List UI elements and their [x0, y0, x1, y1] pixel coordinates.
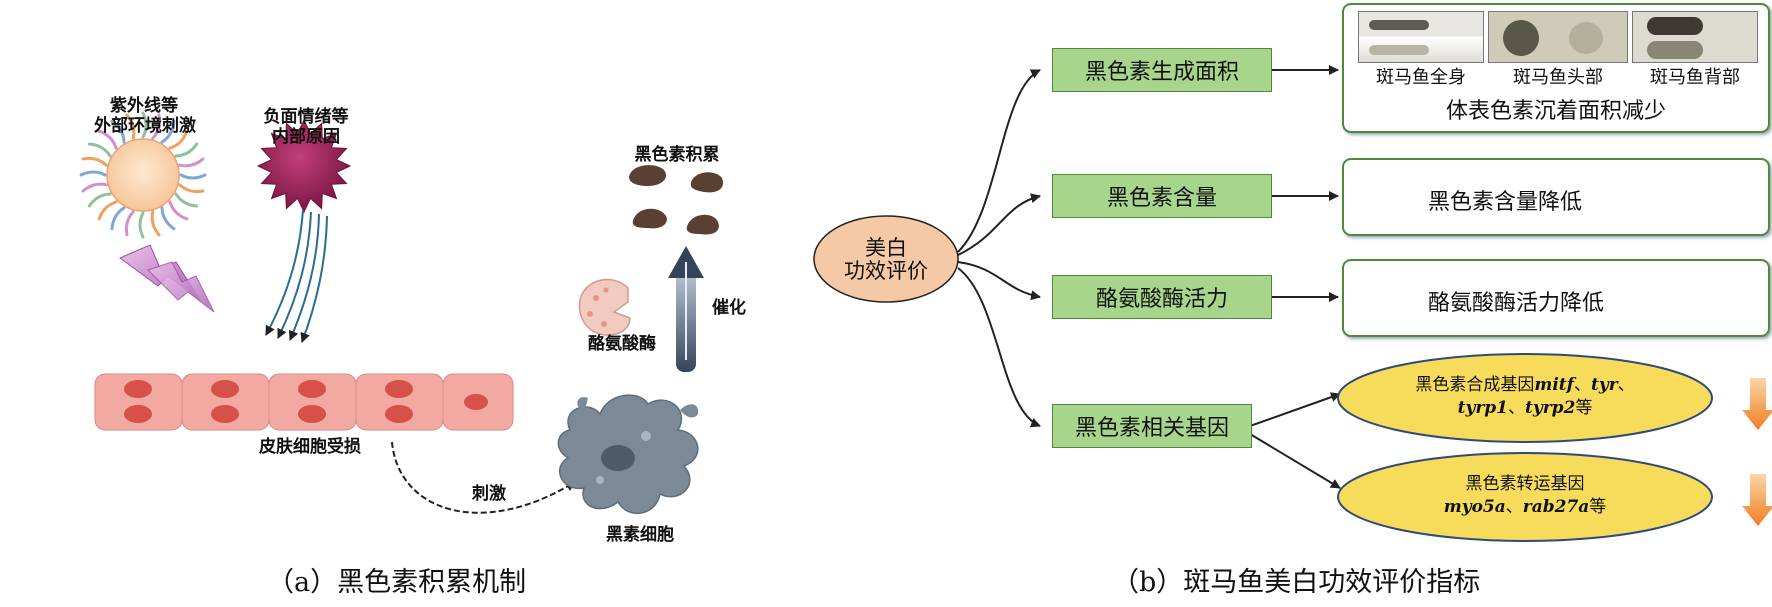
center-label: 美白 功效评价	[844, 236, 928, 283]
center-ellipse	[813, 215, 959, 303]
indicator-melanin-content: 黑色素含量	[1052, 174, 1272, 218]
stimulate-arrow	[391, 441, 576, 514]
melanocyte-icon	[557, 394, 699, 515]
content-result-box: 黑色素含量降低	[1342, 158, 1770, 236]
thumb-label-head: 斑马鱼头部	[1513, 67, 1603, 88]
area-result-box: 斑马鱼全身 斑马鱼头部 斑马鱼背部 体表色素沉着面积减少	[1342, 3, 1770, 133]
tyrosinase-label: 酪氨酸酶	[588, 334, 656, 354]
melanin-accum-label: 黑色素积累	[634, 145, 720, 165]
melanin-granule-icon	[629, 165, 724, 235]
center-arrows	[957, 69, 1041, 428]
catalyze-arrow	[668, 246, 704, 372]
stimulate-label: 刺激	[472, 484, 506, 504]
indicator-tyrosinase-activity: 酪氨酸酶活力	[1052, 275, 1272, 319]
emotion-virus-icon	[256, 118, 352, 214]
thumb-label-whole: 斑马鱼全身	[1376, 67, 1466, 88]
indicator-melanin-area: 黑色素生成面积	[1052, 48, 1272, 92]
uv-label: 紫外线等 外部环境刺激	[94, 96, 196, 136]
uv-sun-icon	[79, 111, 207, 239]
activity-result-box: 酪氨酸酶活力降低	[1342, 259, 1770, 337]
tyrosinase-icon	[578, 278, 631, 336]
emotion-arrows	[265, 209, 328, 343]
result-arrows	[1249, 65, 1341, 489]
emotion-label: 负面情绪等 内部原因	[263, 107, 349, 147]
thumb-label-dorsal: 斑马鱼背部	[1650, 67, 1740, 88]
gene-synthesis-ellipse	[1337, 353, 1713, 443]
gene-transport-text: 黑色素转运基因 myo5a、rab27a等	[1443, 474, 1607, 517]
lightning-icon	[119, 244, 215, 313]
content-result-text: 黑色素含量降低	[1428, 190, 1583, 215]
zebrafish-thumbnail	[1632, 11, 1758, 63]
gene-synthesis-text: 黑色素合成基因mitf、tyr、 tyrp1、tyrp2等	[1415, 375, 1635, 418]
zebrafish-thumbnail	[1488, 11, 1628, 63]
skin-cells	[94, 373, 514, 431]
melanocyte-label: 黑素细胞	[606, 525, 674, 545]
skin-label: 皮肤细胞受损	[259, 437, 361, 457]
caption-b: （b）斑马鱼美白功效评价指标	[1112, 567, 1481, 598]
caption-a: （a）黑色素积累机制	[267, 567, 527, 598]
area-result-text: 体表色素沉着面积减少	[1445, 99, 1666, 124]
catalyze-label: 催化	[712, 298, 746, 318]
gene-down-arrows	[1742, 378, 1772, 526]
activity-result-text: 酪氨酸酶活力降低	[1428, 291, 1605, 316]
zebrafish-thumbnail	[1358, 11, 1484, 63]
gene-transport-ellipse	[1337, 452, 1713, 542]
indicator-melanin-genes: 黑色素相关基因	[1052, 404, 1252, 448]
